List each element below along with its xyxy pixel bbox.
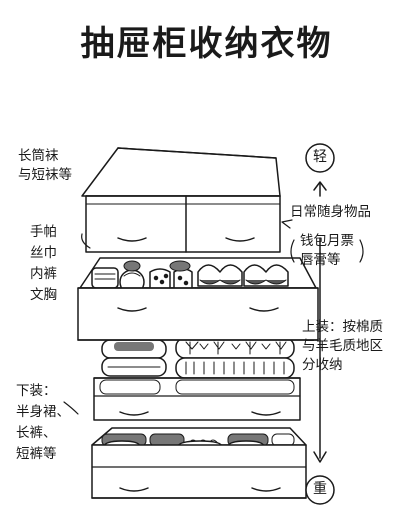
- scale-light-label: 轻: [313, 149, 327, 165]
- label-daily-examples: 钱包月票 唇膏等: [300, 232, 354, 270]
- drawer-underwear: [77, 257, 319, 341]
- label-small-items-line4: 文胸: [30, 287, 57, 303]
- label-tops-line2: 与羊毛质地区: [302, 338, 383, 354]
- label-bottoms-line2: 半身裙、: [16, 404, 70, 420]
- folded-cotton-tops: [101, 339, 167, 377]
- label-tops-line1: 上装：按棉质: [302, 319, 383, 335]
- label-small-items-line2: 丝巾: [30, 245, 57, 261]
- label-socks-line2: 与短袜等: [18, 167, 72, 183]
- label-socks-line1: 长筒袜: [18, 148, 59, 164]
- label-tops: 上装：按棉质 与羊毛质地区 分收纳: [302, 318, 383, 375]
- label-tops-line3: 分收纳: [302, 357, 343, 373]
- drawer-bottom-clothes: [91, 427, 307, 499]
- folded-underwear: [149, 260, 193, 291]
- label-daily-items: 日常随身物品: [290, 204, 371, 220]
- label-bottoms-line1: 下装：: [16, 383, 57, 399]
- label-small-items-line3: 内裤: [30, 266, 57, 282]
- label-daily-examples-line1: 钱包月票: [300, 233, 354, 249]
- label-small-items: 手帕 丝巾 内裤 文胸: [30, 222, 57, 306]
- label-bottoms-line4: 短裤等: [16, 446, 57, 462]
- label-bottoms-line3: 长裤、: [16, 425, 57, 441]
- drawer-top-socks: [81, 147, 281, 253]
- folded-handkerchiefs: [91, 267, 119, 289]
- label-bottoms: 下装： 半身裙、 长裤、 短裤等: [16, 381, 70, 465]
- stacked-bras: [197, 264, 289, 287]
- folded-wool-tops: [175, 337, 295, 379]
- label-socks: 长筒袜 与短袜等: [18, 147, 72, 185]
- label-daily-examples-line2: 唇膏等: [300, 252, 341, 268]
- weight-scale-axis: [305, 143, 335, 505]
- label-small-items-line1: 手帕: [30, 224, 57, 240]
- page-title: 抽屉柜收纳衣物: [80, 24, 333, 64]
- scale-heavy-label: 重: [313, 481, 327, 497]
